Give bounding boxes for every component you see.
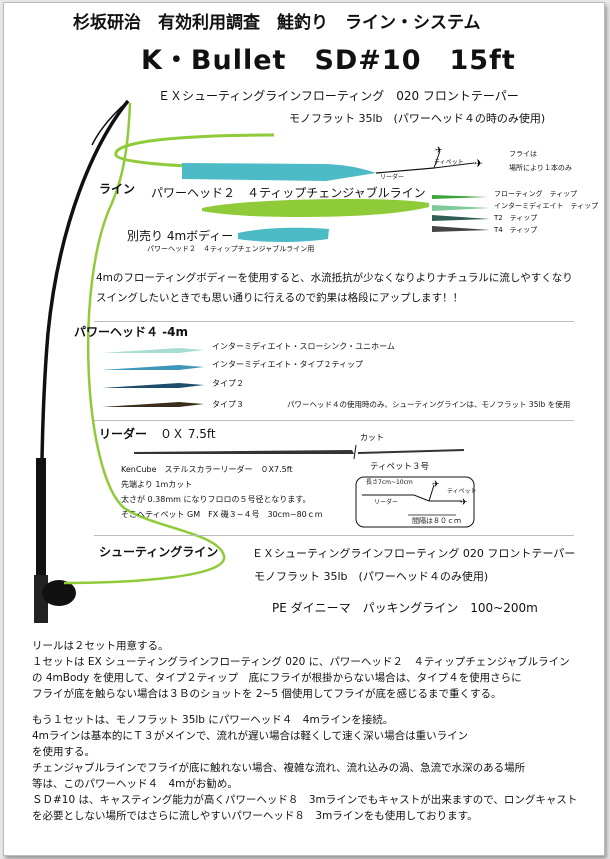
divider-1 <box>94 321 574 322</box>
leader-info-3: 太さが 0.38mm になりフロロの５号径となります。 <box>121 495 311 504</box>
shooting-line-label: シューティングライン <box>99 545 219 559</box>
note-line-11: ＳＤ#10 は、キャスティング能力が高くパワーヘッド８ 3mラインでもキャストが… <box>32 794 578 806</box>
leader-cut-shape <box>358 449 464 454</box>
note-line-2: １セットは EX シューティングラインフローティング 020 に、パワーヘッド２… <box>32 656 570 668</box>
box-length-label: 長さ7cm~10cm <box>366 479 413 486</box>
fly-note-1: フライは <box>509 150 537 158</box>
note-line-1: リールは２セット用意する。 <box>32 640 169 652</box>
tip-intermediate-label: インターミディエイト ティップ <box>494 202 599 210</box>
top-line-name: ＥＸシューティングラインフローティング 020 フロントテーパー <box>158 89 519 103</box>
note-line-10: 等は、このパワーヘッド４ 4mがお勧め。 <box>32 778 238 790</box>
powerhead4-label: パワーヘッド４ -4m <box>74 325 189 339</box>
desc-line-2: スイングしたいときでも思い通りに行えるので釣果は格段にアップします！！ <box>96 292 464 304</box>
line-system-sheet: ✈ ✈ ✈ ✈ 杉坂研治 有効利用調査 鮭釣り ライン・システム K・Bulle… <box>3 2 605 856</box>
box-gap-label: 間隔は８０ｃｍ <box>412 517 461 525</box>
tip-intermediate-shape <box>432 205 490 211</box>
powerhead2-shape <box>202 199 429 217</box>
tip-t4-label: T4 ティップ <box>494 226 538 234</box>
note-line-7: 4mラインは基本的にＴ３がメインで、流れが遅い場合は軽くして速く深い場合は重いラ… <box>32 730 469 742</box>
page-title: 杉坂研治 有効利用調査 鮭釣り ライン・システム <box>73 13 481 33</box>
leader-info-1: KenCube ステルスカラーリーダー ０X7.5ft <box>121 465 293 474</box>
note-line-4: フライが底を触らない場合は３Ｂのショットを 2~5 個使用してフライが底を感じる… <box>32 688 502 700</box>
ph4-item-4: タイプ３ <box>212 400 244 409</box>
note-line-9: チェンジャブルラインでフライが底に触れない場合、複雑な流れ、流れ込みの渦、急流で… <box>32 762 526 774</box>
rod-grip <box>36 458 46 578</box>
divider-3 <box>94 535 574 536</box>
ph4-item-2: インターミディエイト・タイプ２ティップ <box>212 360 363 369</box>
box-leader-label: リーダー <box>374 499 399 506</box>
tippet-box <box>355 476 475 528</box>
leader-info-4: そこへティペット GM FX 磯３~４号 30cm~80ｃm <box>121 510 323 519</box>
ph4-line-1-shape <box>102 348 204 353</box>
cut-mark <box>353 444 357 460</box>
fly-line-main <box>63 102 226 585</box>
ph4-item-3: タイプ２ <box>212 379 244 388</box>
note-line-3: の 4mBody を使用して、タイプ２ティップ 底にフライが根掛からない場合は、… <box>32 672 522 684</box>
top-leader-line <box>375 167 435 174</box>
note-line-8: を使用する。 <box>32 746 95 758</box>
top-mono-label: モノフラット 35lb (パワーヘッド４の時のみ使用) <box>289 112 546 125</box>
box-fly-icon: ✈ <box>432 480 440 490</box>
shooting-line-1: ＥＸシューティングラインフローティング 020 フロントテーパー <box>252 547 576 560</box>
tip-floating-shape <box>432 195 488 199</box>
shooting-line-2: モノフラット 35lb (パワーヘッド４のみ使用) <box>254 570 489 583</box>
body4m-shape <box>238 227 329 242</box>
note-line-12: を必要としない場所ではさらに流しやすいパワーヘッド８ 3mラインをも使用しており… <box>32 810 478 822</box>
tip-t4-shape <box>432 226 490 232</box>
body4m-label: 別売り 4mボディー <box>127 229 234 243</box>
fly-icon-1: ✈ <box>435 146 443 156</box>
fly-note-2: 場所により１本のみ <box>509 164 572 172</box>
leader-label: リーダー <box>99 427 148 441</box>
top-head-shape <box>182 163 376 181</box>
tip-t2-label: T2 ティップ <box>494 214 538 222</box>
box-tippet-line <box>428 484 462 502</box>
line-system-illustration: ✈ ✈ ✈ ✈ <box>34 99 490 624</box>
top-leader-label: リーダー <box>380 174 405 181</box>
desc-line-1: 4mのフローティングボディーを使用すると、水流抵抗が少なくなりよりナチュラルに流… <box>96 272 573 284</box>
leader-info-2: 先端より 1mカット <box>121 480 193 489</box>
leader-size: ０Ｘ 7.5ft <box>160 427 216 441</box>
note-line-6: もう１セットは、モノフラット 35lb にパワーヘッド４ 4mラインを接続。 <box>32 714 394 726</box>
pe-backing-label: PE ダイニーマ パッキングライン 100~200m <box>272 601 538 615</box>
ph4-note: パワーヘッド４の使用時のみ、シューティングラインは、モノフラット 35lb を使… <box>287 400 571 409</box>
body4m-sublabel: パワーヘッド２ ４ティップチェンジャブルライン用 <box>147 245 315 253</box>
leader-shape <box>134 450 354 454</box>
ph4-line-4-shape <box>102 402 204 407</box>
powerhead2-label: パワーヘッド２ ４ティップチェンジャブルライン <box>151 186 426 200</box>
ph4-item-1: インターミディエイト・スローシンク・ユニホーム <box>212 342 395 351</box>
box-tippet-label: ティペット <box>447 488 477 495</box>
box-leader-line <box>362 494 430 502</box>
box-fly-icon-2: ✈ <box>460 498 468 508</box>
divider-2 <box>94 420 574 421</box>
cut-label: カット <box>360 433 384 442</box>
ph4-line-3-shape <box>102 383 204 388</box>
fly-icon-2: ✈ <box>474 157 483 170</box>
tippet3-label: ティペット３号 <box>370 462 429 472</box>
page-subtitle: K・Bullet SD#10 15ft <box>141 45 516 76</box>
reel <box>42 580 76 606</box>
ph4-line-2-shape <box>102 365 204 370</box>
tip-floating-label: フローティング ティップ <box>494 190 578 198</box>
fly-line-loop <box>114 133 335 170</box>
top-tippet-line-2 <box>433 162 475 169</box>
tip-t2-shape <box>432 215 490 221</box>
line-label: ライン <box>99 182 136 196</box>
top-tippet-label: ティペット <box>434 159 464 166</box>
top-tippet-line <box>433 150 441 169</box>
